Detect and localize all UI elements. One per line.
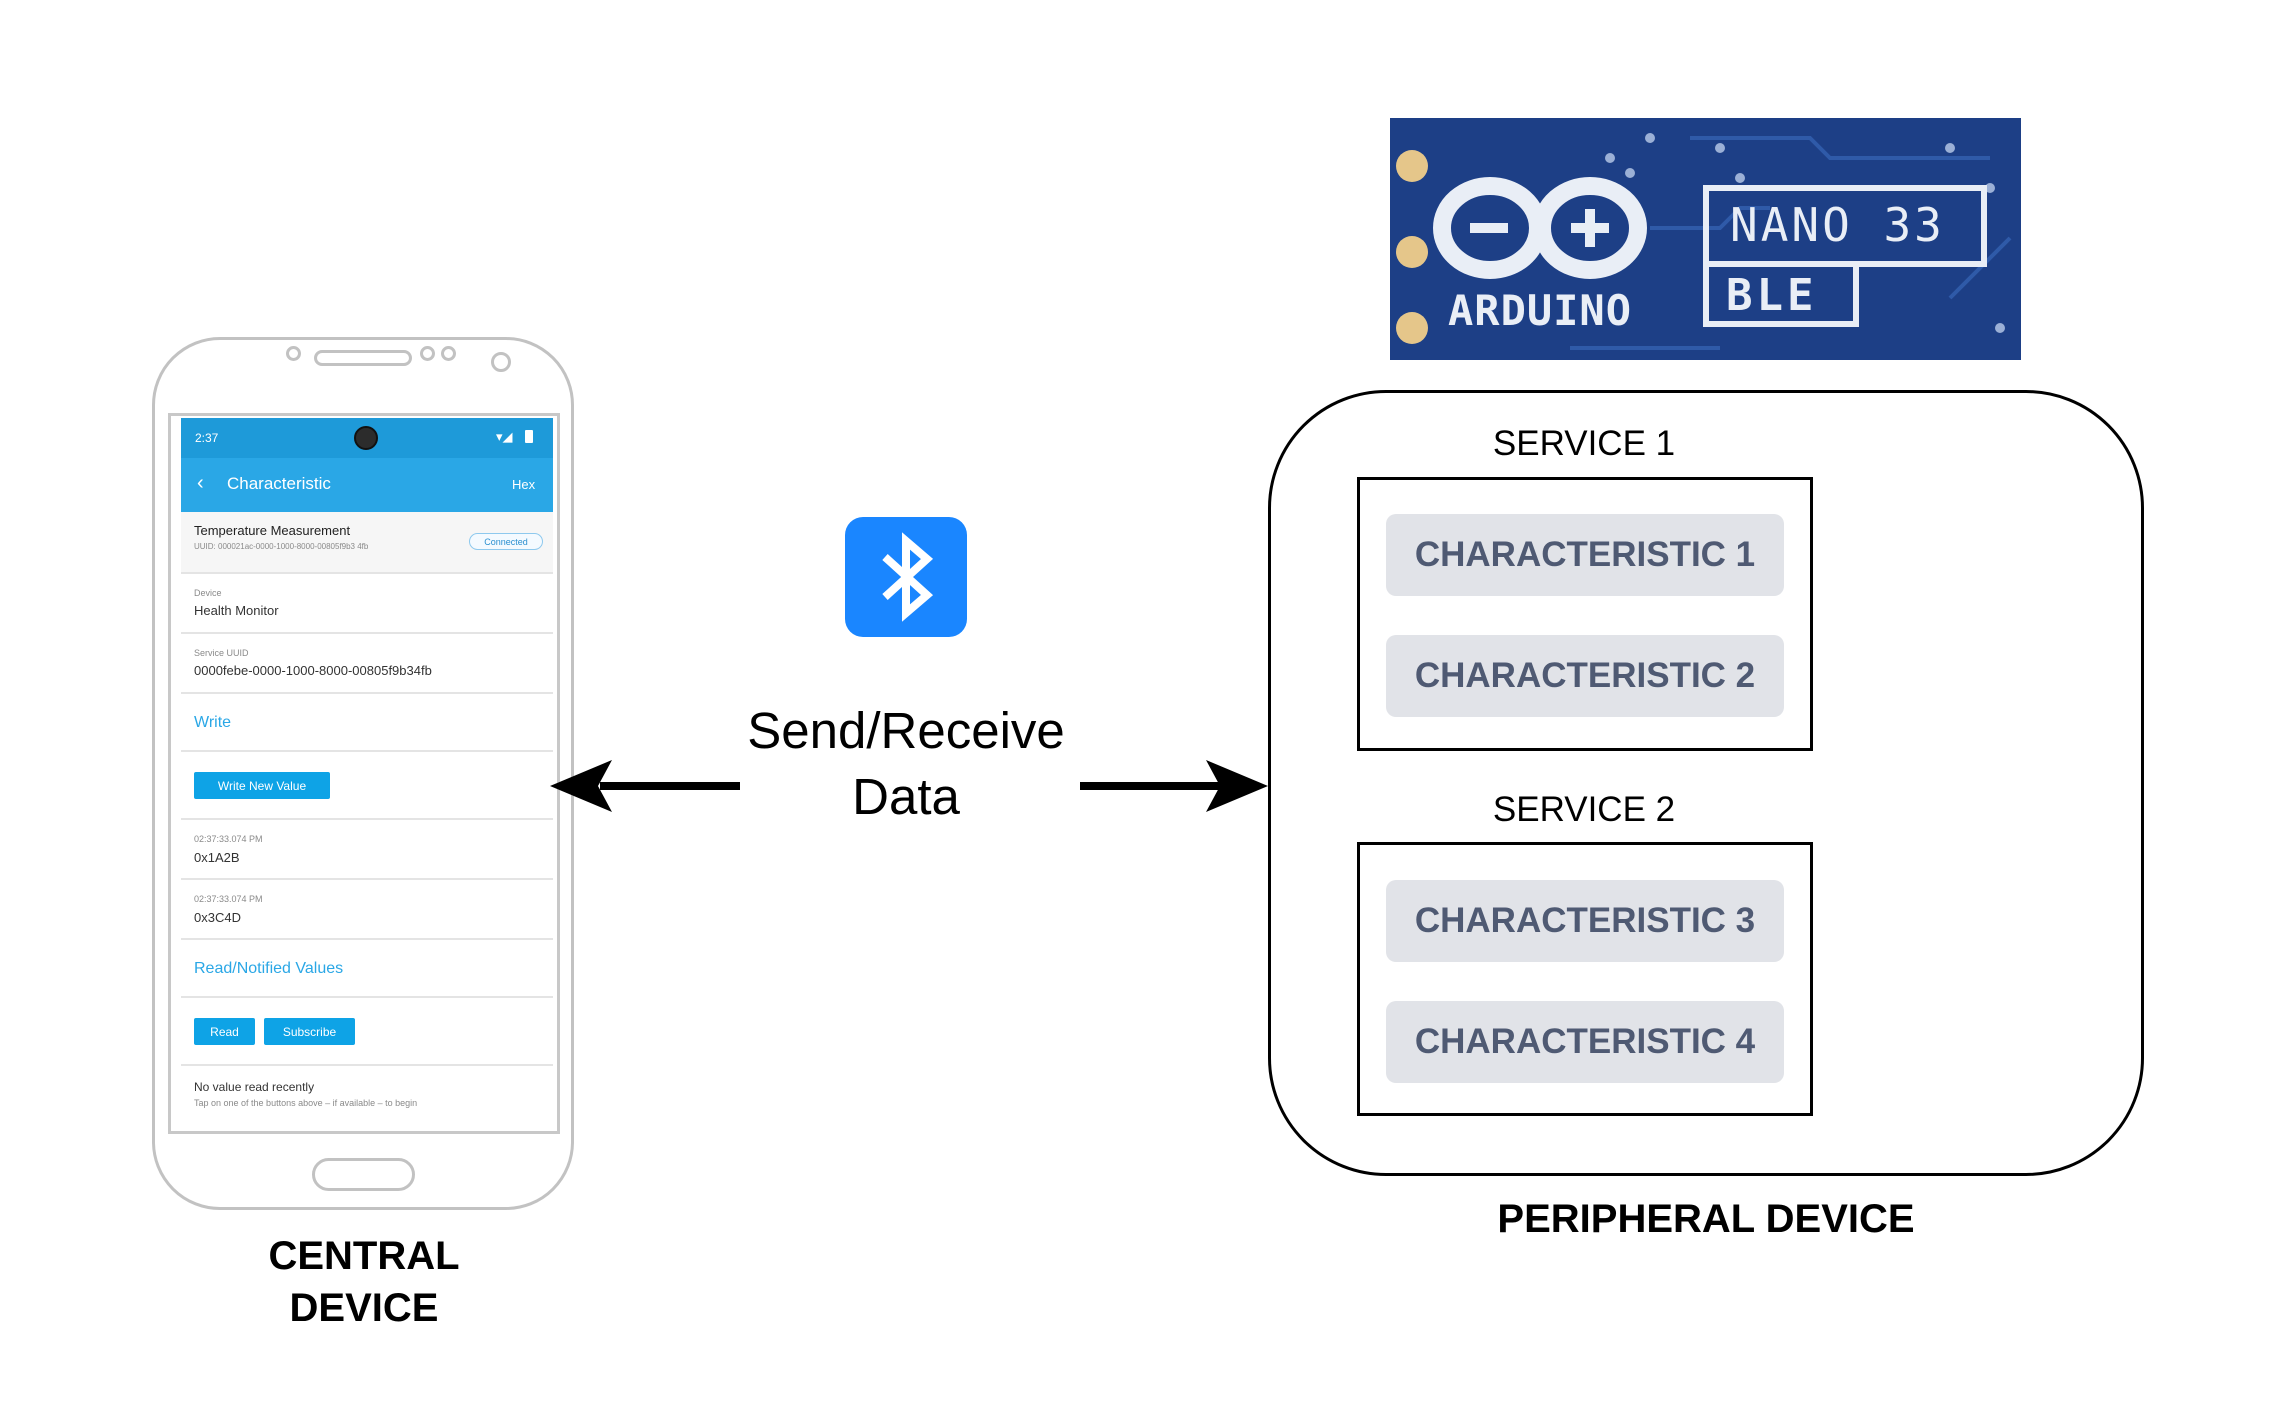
read-section-title: Read/Notified Values xyxy=(194,960,344,977)
read-button-row: Read Subscribe xyxy=(181,998,553,1066)
board-model-text: NANO 33 xyxy=(1730,198,1945,252)
connection-status-badge: Connected xyxy=(469,533,543,550)
empty-state-title: No value read recently xyxy=(194,1080,315,1094)
characteristic-chip: CHARACTERISTIC 3 xyxy=(1386,880,1784,962)
device-row: Device Health Monitor xyxy=(181,574,553,634)
phone-sensor-dot xyxy=(420,346,435,361)
board-traces xyxy=(1390,118,2021,360)
phone-home-button xyxy=(312,1158,415,1191)
arduino-brand-text: ARDUINO xyxy=(1448,286,1633,335)
central-label-line: DEVICE xyxy=(289,1286,439,1330)
log-value: 0x1A2B xyxy=(194,850,240,865)
arrow-right-head-icon xyxy=(1206,760,1268,812)
write-button-row: Write New Value xyxy=(181,752,553,820)
service-title: SERVICE 1 xyxy=(1492,424,1676,463)
read-section: Read/Notified Values xyxy=(181,940,553,998)
service-box: CHARACTERISTIC 3 CHARACTERISTIC 4 xyxy=(1357,842,1813,1116)
empty-state: No value read recently Tap on one of the… xyxy=(181,1066,553,1126)
log-entry: 02:37:33.074 PM 0x3C4D xyxy=(181,880,553,940)
log-entry: 02:37:33.074 PM 0x1A2B xyxy=(181,820,553,880)
central-device-label: CENTRAL DEVICE xyxy=(164,1230,564,1334)
log-value: 0x3C4D xyxy=(194,910,241,925)
service-title: SERVICE 2 xyxy=(1492,790,1676,829)
arduino-board-image: ARDUINO NANO 33 BLE xyxy=(1390,118,2021,360)
characteristic-chip: CHARACTERISTIC 2 xyxy=(1386,635,1784,717)
central-label-line: CENTRAL xyxy=(268,1234,460,1278)
status-bar: 2:37 ▾◢ xyxy=(181,418,553,458)
characteristic-chip: CHARACTERISTIC 1 xyxy=(1386,514,1784,596)
hex-toggle[interactable]: Hex xyxy=(512,477,536,492)
board-variant-text: BLE xyxy=(1726,270,1818,321)
app-bar-title: Characteristic xyxy=(227,474,331,493)
peripheral-device-box xyxy=(1268,390,2144,1176)
write-section: Write xyxy=(181,694,553,752)
characteristic-uuid: UUID: 000021ac-0000-1000-8000-00805f9b3 … xyxy=(194,542,369,551)
phone-sensor-dot xyxy=(286,346,301,361)
link-label-line: Data xyxy=(852,768,960,825)
service-box: CHARACTERISTIC 1 CHARACTERISTIC 2 xyxy=(1357,477,1813,751)
service-uuid-label: Service UUID xyxy=(194,648,249,658)
status-time: 2:37 xyxy=(195,431,219,445)
bluetooth-icon xyxy=(845,517,967,637)
app-bar: ‹ Characteristic Hex xyxy=(181,458,553,512)
characteristic-header: Temperature Measurement UUID: 000021ac-0… xyxy=(181,512,553,574)
link-label-line: Send/Receive xyxy=(747,702,1065,759)
back-arrow-icon[interactable]: ‹ xyxy=(197,472,204,494)
phone-speaker xyxy=(314,350,412,366)
phone-sensor-dot xyxy=(441,346,456,361)
subscribe-button[interactable]: Subscribe xyxy=(264,1018,355,1045)
camera-cutout xyxy=(354,426,378,450)
device-label: Device xyxy=(194,588,222,598)
characteristic-chip: CHARACTERISTIC 4 xyxy=(1386,1001,1784,1083)
phone-screen: 2:37 ▾◢ ‹ Characteristic Hex Temperature… xyxy=(181,418,553,1126)
device-value: Health Monitor xyxy=(194,603,279,618)
peripheral-device-label: PERIPHERAL DEVICE xyxy=(1497,1197,1915,1241)
service-uuid-row: Service UUID 0000febe-0000-1000-8000-008… xyxy=(181,634,553,694)
phone-front-camera xyxy=(491,352,511,372)
read-button[interactable]: Read xyxy=(194,1018,255,1045)
log-time: 02:37:33.074 PM xyxy=(194,834,263,844)
log-time: 02:37:33.074 PM xyxy=(194,894,263,904)
link-label: Send/Receive Data xyxy=(706,698,1106,830)
bluetooth-rune-icon xyxy=(882,532,934,622)
service-uuid-value: 0000febe-0000-1000-8000-00805f9b34fb xyxy=(194,663,432,678)
empty-state-hint: Tap on one of the buttons above – if ava… xyxy=(194,1098,418,1108)
battery-icon xyxy=(525,430,533,443)
signal-icon: ▾◢ xyxy=(496,429,513,444)
write-section-title: Write xyxy=(194,714,232,731)
write-new-value-button[interactable]: Write New Value xyxy=(194,772,330,799)
characteristic-name: Temperature Measurement xyxy=(194,523,351,538)
